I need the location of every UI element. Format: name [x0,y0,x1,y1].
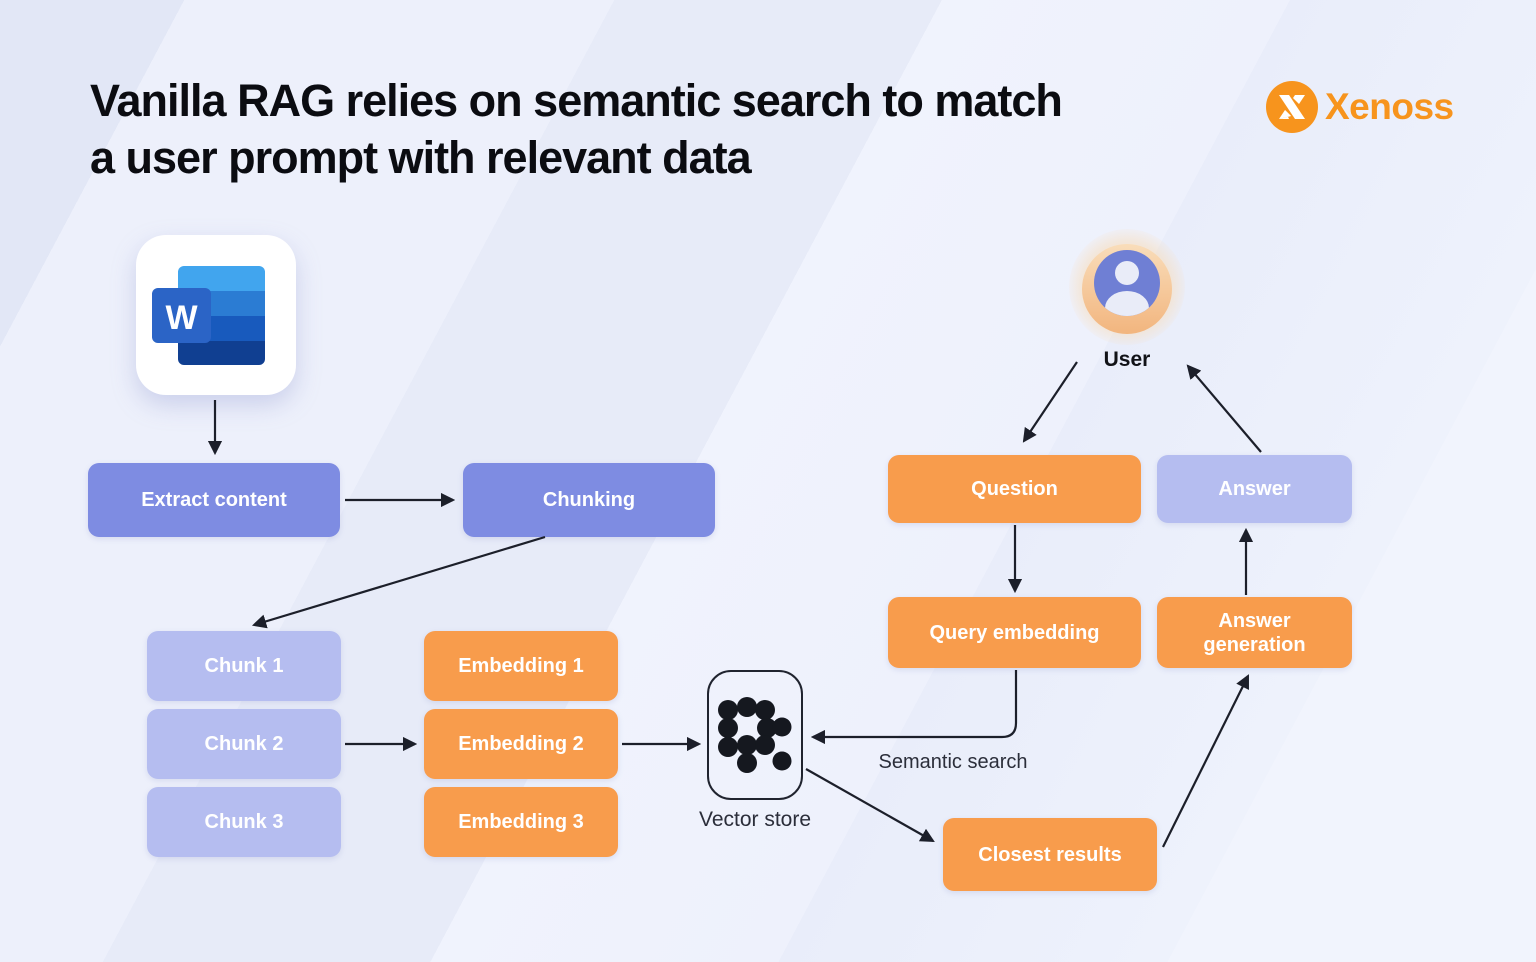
node-embedding-1: Embedding 1 [424,631,618,701]
node-embedding-2-label: Embedding 2 [458,733,584,755]
node-answer: Answer [1157,455,1352,523]
node-query-embedding-label: Query embedding [929,621,1100,644]
node-embedding-3: Embedding 3 [424,787,618,857]
node-answer-label: Answer [1218,478,1291,500]
node-answer-generation-label: Answer generation [1203,609,1306,656]
vector-store-icon [707,670,803,800]
word-document-icon: W [136,235,296,395]
node-chunk-3: Chunk 3 [147,787,341,857]
node-chunk-1-label: Chunk 1 [204,655,284,677]
xenoss-logo-icon [1266,81,1318,133]
semantic-search-label: Semantic search [878,751,1028,773]
arrow-user-to-question [1022,361,1078,443]
node-answer-generation: Answer generation [1157,597,1352,668]
user-avatar-icon [1094,250,1160,316]
xenoss-logo-text: Xenoss [1325,86,1454,127]
arrow-answer-to-user [1186,364,1262,453]
node-chunking-label: Chunking [542,489,636,511]
arrow-queryembedding-to-vectorstore [810,670,1018,745]
node-chunk-2-label: Chunk 2 [204,733,284,755]
page-title-line2: a user prompt with relevant data [90,132,752,183]
node-question-label: Question [971,478,1058,500]
node-extract-content: Extract content [88,463,340,537]
node-query-embedding: Query embedding [888,597,1141,668]
vector-store-label: Vector store [698,808,812,831]
arrow-chunking-to-chunks [251,535,546,629]
page-title: Vanilla RAG relies on semantic search to… [90,72,1210,186]
node-closest-results-label: Closest results [978,843,1122,866]
xenoss-logo: Xenoss [1266,81,1454,133]
node-closest-results: Closest results [943,818,1157,891]
page-title-line1: Vanilla RAG relies on semantic search to… [90,75,1063,126]
node-question: Question [888,455,1141,523]
node-chunk-1: Chunk 1 [147,631,341,701]
node-chunk-3-label: Chunk 3 [204,811,284,833]
arrow-closestresults-to-answergeneration [1162,674,1249,848]
node-embedding-2: Embedding 2 [424,709,618,779]
node-chunking: Chunking [463,463,715,537]
node-embedding-3-label: Embedding 3 [458,811,584,833]
user-label: User [1103,348,1151,371]
user-avatar-shoulders [1105,291,1149,316]
node-chunk-2: Chunk 2 [147,709,341,779]
node-embedding-1-label: Embedding 1 [458,655,584,677]
svg-text:W: W [165,299,198,337]
user-avatar-head [1115,261,1139,285]
node-extract-content-label: Extract content [141,489,287,511]
